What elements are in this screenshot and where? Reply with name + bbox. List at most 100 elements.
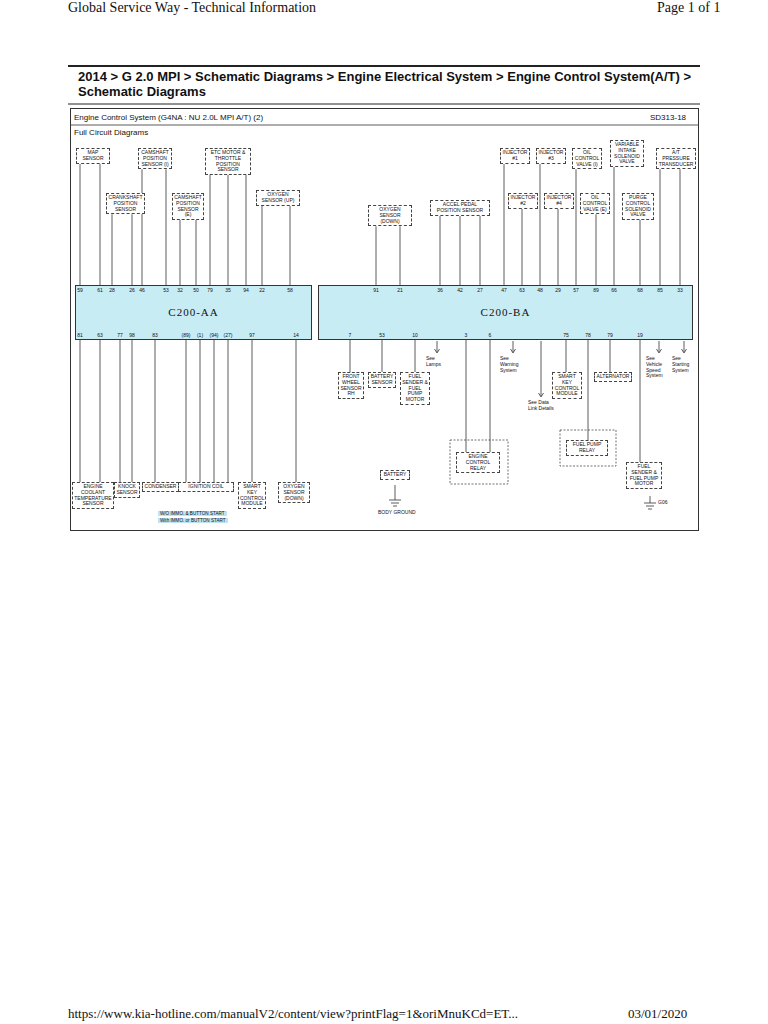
- breadcrumb: 2014 > G 2.0 MPI > Schematic Diagrams > …: [78, 70, 698, 100]
- pin-number: 59: [77, 287, 83, 293]
- pin-number: 79: [207, 287, 213, 293]
- pin-number: 29: [555, 287, 561, 293]
- ground-name: BODY GROUND: [378, 510, 416, 516]
- pin-number: 97: [249, 332, 255, 338]
- pin-number: 10: [412, 332, 418, 338]
- pin-number: 61: [97, 287, 103, 293]
- module-box: SMART KEY CONTROL MODULE: [238, 482, 266, 509]
- component-name: CAMSHAFT POSITION SENSOR (E): [174, 195, 202, 218]
- component-name: CAMSHAFT POSITION SENSOR (I): [140, 150, 170, 167]
- wire: [186, 340, 187, 482]
- option-note: W/O IMMO. & BUTTON START: [158, 511, 227, 516]
- ground-symbol: [389, 485, 401, 506]
- pump-box: FUEL SENDER & FUEL PUMP MOTOR: [400, 372, 430, 405]
- component-name: CONDENSER: [144, 484, 177, 490]
- component-name: INJECTOR #1: [502, 150, 528, 162]
- pin-number: (89): [182, 332, 191, 338]
- pin-number: (1): [197, 332, 203, 338]
- wire: [296, 340, 297, 482]
- component-name: ACCEL PEDAL POSITION SENSOR: [432, 202, 488, 214]
- wire: [166, 169, 167, 285]
- sensor-box: CAMSHAFT POSITION SENSOR (I): [138, 148, 172, 169]
- wire: [100, 340, 101, 482]
- valve-box: PURGE CONTROL SOLENOID VALVE: [622, 193, 654, 220]
- wire: [142, 169, 143, 285]
- option-note: With IMMO. or BUTTON START: [158, 518, 228, 523]
- wire: [504, 164, 505, 286]
- diagram-title: Engine Control System (G4NA : NU 2.0L MP…: [74, 113, 263, 122]
- sensor-box: OXYGEN SENSOR (DOWN): [278, 482, 310, 503]
- wire: [415, 340, 416, 372]
- injector-box: INJECTOR #4: [544, 193, 574, 209]
- wire: [290, 206, 291, 286]
- page-number: Page 1 of 1: [657, 0, 720, 16]
- pin-number: 14: [293, 332, 299, 338]
- valve-box: OIL CONTROL VALVE (E): [580, 193, 610, 214]
- component-box: CONDENSER: [142, 482, 179, 492]
- component-name: ALTERNATOR: [596, 374, 630, 380]
- wire: [540, 164, 541, 286]
- component-name: FUEL SENDER & FUEL PUMP MOTOR: [628, 464, 660, 487]
- wire: [246, 175, 247, 285]
- sensor-box: FRONT WHEEL SENSOR RH: [338, 372, 364, 399]
- component-name: FUEL SENDER & FUEL PUMP MOTOR: [402, 374, 428, 403]
- sheet-code: SD313-18: [650, 113, 686, 122]
- ground-symbol: [644, 496, 656, 509]
- pin-number: 6: [489, 332, 492, 338]
- actuator-box: ETC MOTOR & THROTTLE POSITION SENSOR: [205, 148, 251, 175]
- wire: [155, 340, 156, 482]
- wire: [120, 340, 121, 482]
- pin-number: 19: [637, 332, 643, 338]
- wire: [382, 340, 383, 372]
- component-name: ENGINE COOLANT TEMPERATURE SENSOR: [74, 484, 112, 507]
- reference-note: See Starting System: [672, 356, 694, 373]
- component-name: ENGINE CONTROL RELAY: [458, 454, 498, 471]
- pin-number: 53: [379, 332, 385, 338]
- relay-box: ENGINE CONTROL RELAY: [456, 452, 500, 473]
- wire: [196, 220, 197, 285]
- pin-number: 7: [349, 332, 352, 338]
- component-name: OXYGEN SENSOR (UP): [258, 192, 298, 204]
- component-name: SMART KEY CONTROL MODULE: [554, 374, 580, 397]
- sensor-box: OXYGEN SENSOR (UP): [256, 190, 300, 206]
- sensor-box: MAP SENSOR: [76, 148, 110, 164]
- pin-number: 63: [519, 287, 525, 293]
- wire: [400, 226, 401, 285]
- component-name: CRANKSHAFT POSITION SENSOR: [108, 195, 143, 212]
- sensor-box: CRANKSHAFT POSITION SENSOR: [106, 193, 145, 214]
- wire: [200, 340, 201, 482]
- pin-number: 3: [465, 332, 468, 338]
- rule-line: [68, 65, 700, 67]
- wire: [522, 209, 523, 286]
- sensor-box: BATTERY SENSOR: [368, 372, 396, 388]
- battery-box: BATTERY: [380, 470, 410, 480]
- component-name: IGNITION COIL: [180, 484, 232, 490]
- wire: [228, 175, 229, 285]
- wire: [252, 340, 253, 482]
- ground-name: G06: [658, 500, 667, 506]
- pin-number: 98: [129, 332, 135, 338]
- component-name: OIL CONTROL VALVE (E): [582, 195, 608, 212]
- print-date: 03/01/2020: [628, 1007, 687, 1022]
- injector-box: INJECTOR #2: [508, 193, 538, 209]
- ecm-connector: C200-BA: [318, 285, 693, 340]
- pin-number: 35: [225, 287, 231, 293]
- pin-number: 46: [139, 287, 145, 293]
- pin-number: 77: [117, 332, 123, 338]
- pin-number: 58: [287, 287, 293, 293]
- relay-box: FUEL PUMP RELAY: [566, 440, 608, 456]
- sensor-box: CAMSHAFT POSITION SENSOR (E): [172, 193, 204, 220]
- wire: [614, 167, 615, 285]
- wire: [480, 216, 481, 286]
- component-name: INJECTOR #4: [546, 195, 572, 207]
- component-name: FRONT WHEEL SENSOR RH: [340, 374, 362, 397]
- rule-line: [68, 104, 700, 105]
- wire: [228, 340, 229, 482]
- wire: [680, 169, 681, 285]
- page-url: https://www.kia-hotline.com/manualV2/con…: [68, 1007, 518, 1022]
- junction-box-outline: [450, 440, 508, 484]
- valve-box: VARIABLE INTAKE SOLENOID VALVE: [610, 140, 644, 167]
- rule-line: [70, 125, 698, 126]
- section-heading: Full Circuit Diagrams: [74, 128, 148, 137]
